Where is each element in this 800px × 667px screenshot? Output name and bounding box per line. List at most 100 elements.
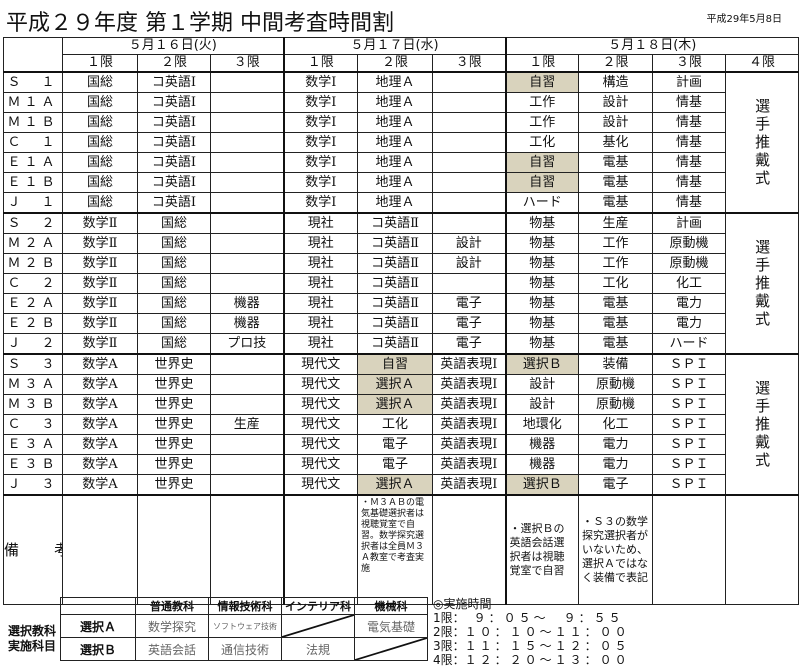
exam-subject [209, 192, 285, 214]
class-name: Ｅ３Ｂ [3, 454, 63, 475]
exam-subject: 設計 [432, 233, 507, 254]
exam-subject: 英語表現Ⅰ [432, 434, 507, 455]
exam-subject: 電基 [578, 152, 654, 173]
class-name: Ｅ１Ｂ [3, 172, 63, 193]
exam-subject: 工化 [504, 132, 580, 153]
exam-subject: 数学A [62, 454, 138, 475]
exam-subject: 設計 [504, 374, 580, 395]
class-name: Ｅ３Ａ [3, 434, 63, 455]
exam-subject: 現代文 [282, 434, 359, 455]
exam-subject: コ英語Ⅰ [137, 192, 211, 214]
exam-subject: コ英語Ⅱ [357, 313, 434, 334]
exam-subject [432, 132, 507, 153]
exam-subject: 物基 [504, 293, 580, 314]
elective-subject: 数学探究 [135, 614, 209, 638]
exam-subject: 英語表現Ⅰ [432, 414, 507, 435]
exam-subject: 物基 [504, 273, 580, 294]
exam-subject: 工化 [357, 414, 434, 435]
class-name: Ｊ １ [3, 192, 63, 214]
exam-subject: 電子 [357, 434, 434, 455]
exam-subject: コ英語Ⅱ [357, 293, 434, 314]
exam-subject: 世界史 [137, 353, 211, 375]
exam-subject: 情基 [652, 112, 727, 133]
exam-subject: 構造 [578, 71, 654, 93]
not-applicable-cell [281, 614, 355, 638]
exam-subject: 選択Ａ [357, 394, 434, 415]
exam-subject: 化工 [652, 273, 727, 294]
exam-subject: 現代文 [282, 474, 359, 496]
exam-subject: 国総 [62, 152, 138, 173]
elective-subject: 法規 [281, 637, 355, 661]
exam-subject: 現社 [282, 333, 359, 355]
exam-subject: コ英語Ⅱ [357, 212, 434, 234]
class-name: Ｍ２Ｂ [3, 253, 63, 274]
exam-subject: 基化 [578, 132, 654, 153]
class-name: Ｓ ２ [3, 212, 63, 234]
exam-subject: コ英語Ⅰ [137, 172, 211, 193]
class-name: Ｊ ２ [3, 333, 63, 355]
period-header: １限 [282, 54, 359, 73]
exam-subject: 数学Ⅱ [62, 233, 138, 254]
exam-subject: 装備 [578, 353, 654, 375]
exam-subject: 世界史 [137, 474, 211, 496]
department-header: 情報技術科 [208, 597, 282, 615]
exam-subject [209, 71, 285, 93]
note-cell [282, 494, 359, 605]
exam-subject: 地理Ａ [357, 71, 434, 93]
class-name: Ｅ１Ａ [3, 152, 63, 173]
exam-subject: 計画 [652, 71, 727, 93]
exam-subject: 数学Ⅰ [282, 152, 359, 173]
department-header: インテリア科 [281, 597, 355, 615]
notes-label: 備 考 [3, 494, 63, 605]
exam-subject: 国総 [62, 132, 138, 153]
time-range: １２：２０～１３：００ [464, 653, 630, 667]
period-header: ２限 [578, 54, 654, 73]
exam-subject: 電子 [432, 313, 507, 334]
period-header: ４限 [725, 54, 800, 73]
exam-subject: 工化 [578, 273, 654, 294]
exam-subject: コ英語Ⅰ [137, 112, 211, 133]
department-header: 普通教科 [135, 597, 209, 615]
exam-subject: 情基 [652, 172, 727, 193]
exam-subject: 数学Ⅱ [62, 212, 138, 234]
exam-subject: 情基 [652, 132, 727, 153]
exam-subject: 地理Ａ [357, 192, 434, 214]
exam-subject [209, 253, 285, 274]
time-range: １０：１０～１１：００ [464, 625, 630, 639]
exam-subject: 機器 [504, 434, 580, 455]
exam-subject [432, 212, 507, 234]
exam-subject: 設計 [504, 394, 580, 415]
exam-subject: 数学A [62, 474, 138, 496]
exam-subject: 電基 [578, 293, 654, 314]
class-name: Ｍ２Ａ [3, 233, 63, 254]
class-name: Ｃ ３ [3, 414, 63, 435]
exam-subject: 設計 [432, 253, 507, 274]
exam-subject [209, 474, 285, 496]
class-name: Ｃ １ [3, 132, 63, 153]
note-cell [432, 494, 507, 605]
exam-subject [432, 152, 507, 173]
exam-subject: 数学A [62, 414, 138, 435]
elective-group: 選択Ａ [60, 614, 136, 638]
exam-subject: ＳＰＩ [652, 414, 727, 435]
note-cell: ・Ｓ３の数学探究選択者がいないため、選択Ａではなく装備で表記 [578, 494, 654, 605]
time-range: １１：１５～１２：０５ [464, 639, 630, 653]
not-applicable-cell [354, 637, 428, 661]
exam-subject: 自習 [357, 353, 434, 375]
exam-subject: 数学Ⅱ [62, 253, 138, 274]
exam-subject: 選択Ａ [357, 474, 434, 496]
selection-label-line: 選択教科 [8, 624, 57, 638]
exam-subject: 電基 [578, 192, 654, 214]
exam-subject: 数学Ⅱ [62, 273, 138, 294]
exam-subject [209, 353, 285, 375]
exam-subject: 電子 [357, 454, 434, 475]
exam-subject [432, 273, 507, 294]
class-name: Ｍ１Ｂ [3, 112, 63, 133]
